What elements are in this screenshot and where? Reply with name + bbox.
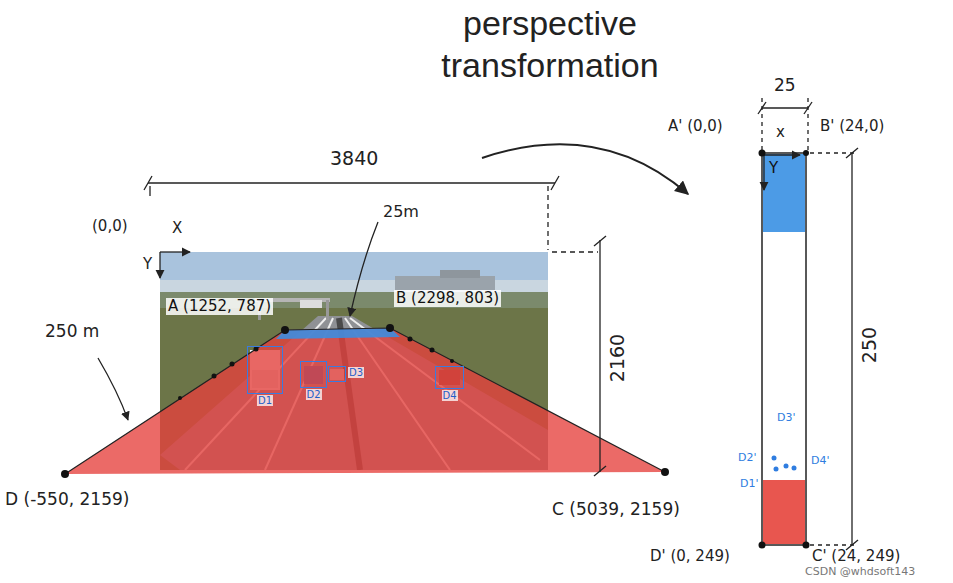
label: D (-550, 2159): [5, 490, 129, 510]
label: D1': [740, 478, 759, 491]
label: X: [172, 220, 182, 237]
label: Y: [143, 256, 152, 273]
label: 250: [859, 325, 881, 365]
label: x: [776, 124, 785, 141]
bird-eye-strip: [762, 153, 806, 545]
detection-box: D1: [247, 346, 283, 394]
label: D' (0, 249): [650, 548, 730, 565]
detection-label: D2: [305, 389, 321, 400]
title: perspective transformation: [400, 2, 700, 86]
label: B (2298, 803): [394, 290, 501, 307]
label: Y: [769, 160, 778, 177]
road-region: [65, 328, 665, 474]
label: 25m: [383, 203, 419, 221]
projected-points: [772, 456, 797, 472]
detection-box: D4: [435, 366, 464, 389]
label: 2160: [607, 332, 629, 384]
dimension-lines: [98, 144, 688, 476]
label: (0,0): [92, 218, 128, 235]
detection-label: D4: [441, 390, 457, 401]
label: 25: [774, 76, 796, 96]
detection-box: D3: [328, 366, 346, 382]
label: C (5039, 2159): [552, 500, 680, 520]
detection-label: D3: [348, 367, 364, 378]
corner-dots: [61, 324, 669, 478]
label: D3': [777, 412, 796, 425]
strip-dimensions: [758, 98, 858, 550]
label: 250 m: [45, 322, 99, 342]
label: A' (0,0): [668, 118, 723, 135]
strip-corners: [759, 150, 810, 549]
label: 3840: [330, 148, 378, 170]
detection-box: D2: [300, 361, 327, 388]
detection-label: D1: [257, 395, 273, 406]
label: A (1252, 787): [166, 298, 273, 315]
label: D2': [738, 452, 757, 465]
label: B' (24,0): [820, 118, 884, 135]
label: CSDN @whdsoft143: [805, 566, 915, 579]
label: D4': [811, 455, 830, 468]
label: C' (24, 249): [812, 548, 900, 565]
